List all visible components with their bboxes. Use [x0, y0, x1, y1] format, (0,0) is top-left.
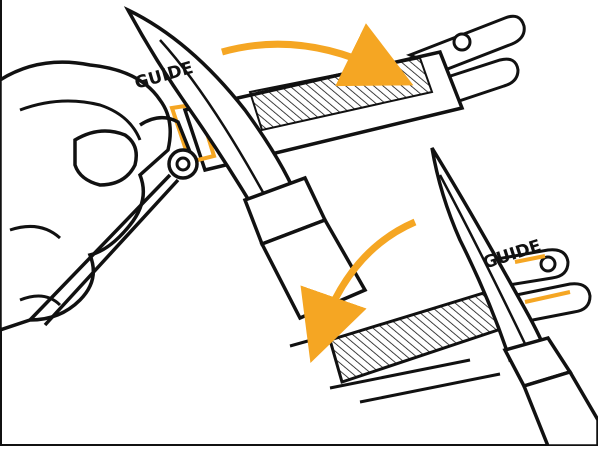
bottom-knife-handle	[524, 372, 598, 446]
bottom-sharpener-hole	[541, 257, 555, 271]
pivot-inner	[177, 158, 189, 170]
bottom-abrasive-belt	[330, 288, 510, 382]
top-knife: GUIDE	[128, 10, 365, 318]
top-stroke-direction-arrow	[222, 44, 382, 70]
hand	[0, 62, 197, 330]
thumb	[75, 131, 136, 185]
top-sharpener-hole	[454, 34, 470, 50]
